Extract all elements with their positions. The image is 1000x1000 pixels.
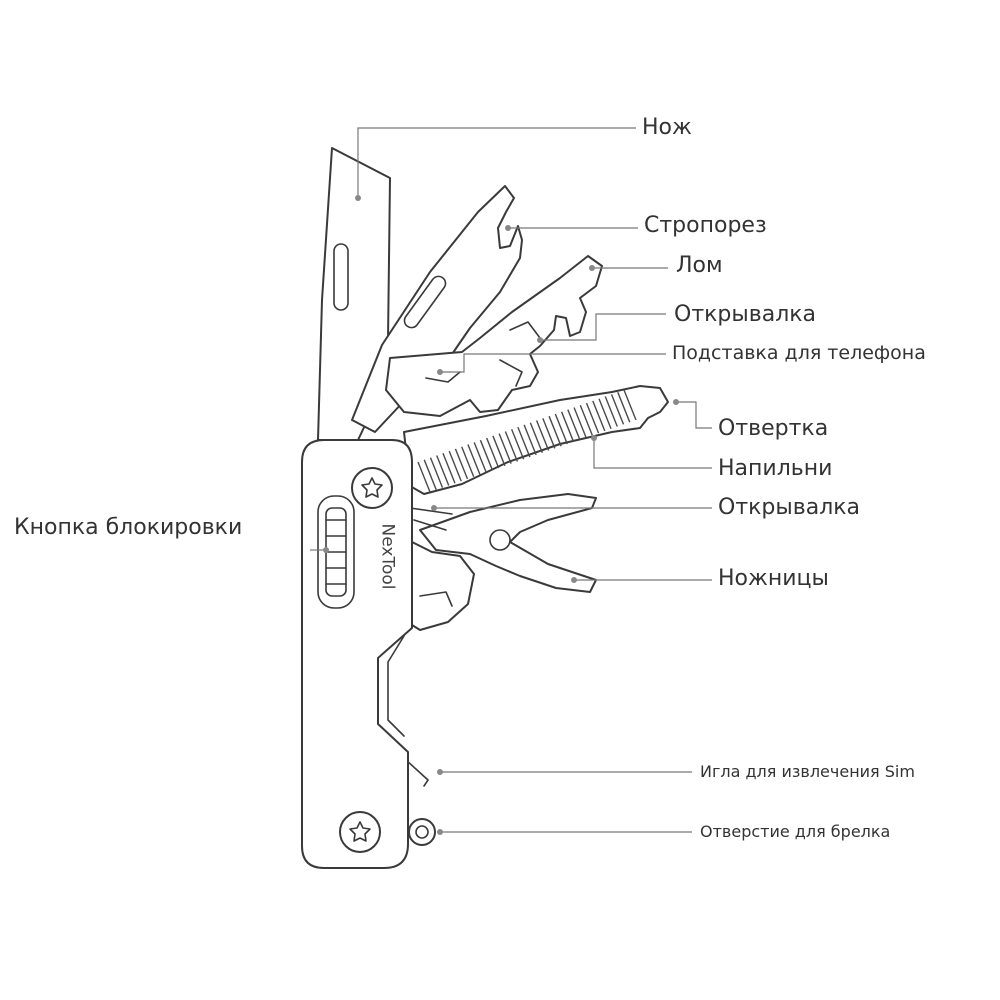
- crowbar-tool: [385, 255, 603, 417]
- scissors-tool: [409, 493, 597, 593]
- file-rib: [504, 431, 519, 462]
- label-bottle-opener-mid: Открывалка: [718, 495, 861, 520]
- file-rib: [461, 446, 475, 477]
- file-rib: [554, 413, 568, 445]
- file-rib: [585, 402, 600, 434]
- file-texture: [417, 389, 637, 493]
- file-rib: [542, 418, 556, 449]
- file-rib: [623, 389, 637, 421]
- file-rib: [486, 437, 500, 469]
- file-rib: [467, 444, 481, 475]
- file-rib: [592, 400, 606, 432]
- file-rib: [598, 398, 612, 429]
- label-screwdriver: Отвертка: [718, 416, 829, 441]
- file-rib: [604, 396, 618, 427]
- file-rib: [436, 455, 450, 486]
- label-bottle-opener-top: Открывалка: [674, 302, 817, 327]
- file-rib: [567, 409, 581, 440]
- file-rib: [573, 407, 587, 438]
- file-rib: [492, 435, 506, 467]
- label-phone-stand: Подставка для телефона: [672, 342, 926, 364]
- file-rib: [579, 405, 593, 436]
- file-rib: [523, 424, 537, 456]
- brand-logo: NexTool: [377, 523, 398, 590]
- file-rib: [454, 448, 469, 480]
- torx-screw-icon: [339, 811, 381, 853]
- file-rib: [442, 453, 456, 484]
- file-rib: [423, 459, 437, 491]
- label-scissors: Ножницы: [718, 566, 829, 591]
- label-sim-needle: Игла для извлечения Sim: [700, 762, 915, 781]
- sim-needle: [405, 759, 429, 787]
- screwdriver-file-tool: [403, 385, 669, 495]
- file-rib: [479, 439, 494, 471]
- file-rib: [473, 442, 487, 473]
- file-rib: [417, 461, 431, 493]
- label-crowbar: Лом: [676, 253, 723, 278]
- file-rib: [617, 391, 631, 423]
- file-rib: [610, 394, 625, 425]
- file-rib: [548, 415, 562, 447]
- torx-screw-icon: [351, 467, 393, 509]
- file-rib: [498, 433, 512, 464]
- file-rib: [448, 450, 462, 482]
- file-rib: [517, 426, 531, 458]
- leader-lines: [310, 127, 712, 835]
- file-rib: [529, 422, 544, 453]
- keyring-loop: [408, 818, 436, 846]
- file-rib: [560, 411, 575, 443]
- file-rib: [429, 457, 444, 488]
- lock-slot: [317, 495, 355, 609]
- handle-body: [301, 439, 413, 869]
- label-keyring-hole: Отверстие для брелка: [700, 822, 891, 841]
- label-lock-button: Кнопка блокировки: [14, 515, 243, 540]
- file-rib: [510, 429, 525, 460]
- label-file: Напильни: [718, 456, 833, 481]
- label-strap-cutter: Стропорез: [644, 213, 767, 238]
- label-knife: Нож: [642, 115, 692, 140]
- file-rib: [535, 420, 550, 451]
